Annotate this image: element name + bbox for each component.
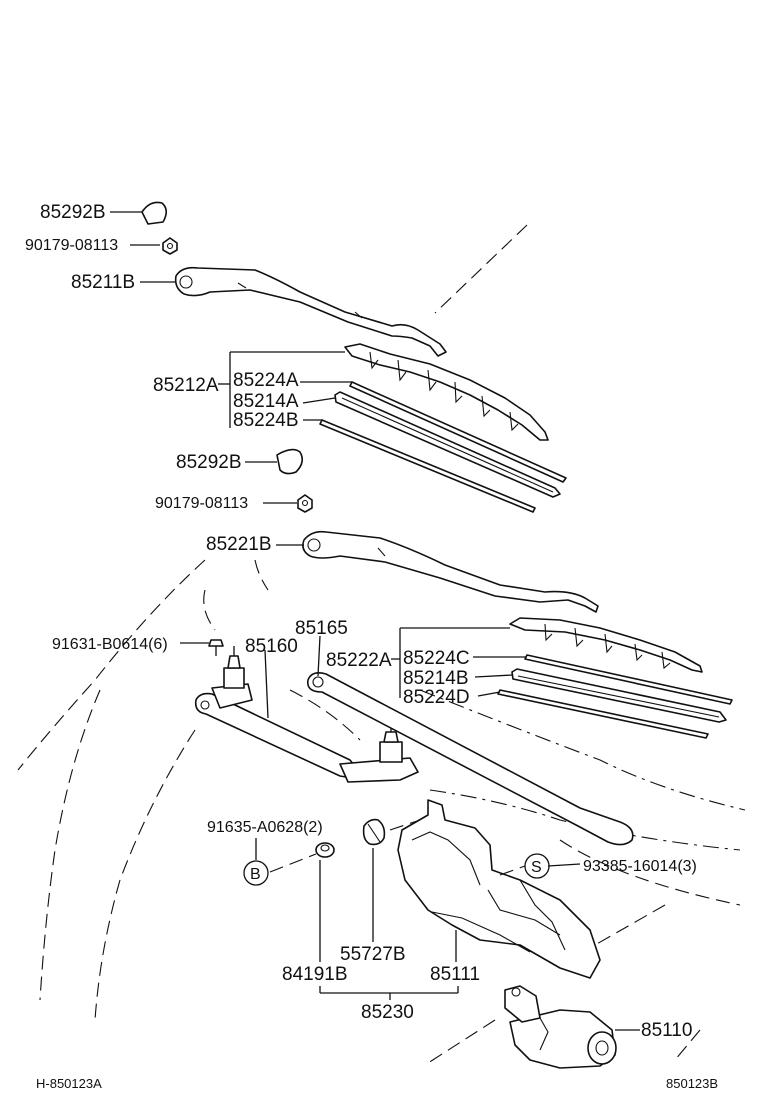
label-85224D: 85224D bbox=[403, 687, 470, 708]
part-labels: 85292B 90179-08113 85211B 85212A 85224A … bbox=[25, 202, 697, 1041]
second-wiper-arm-assembly bbox=[276, 530, 599, 613]
label-85111: 85111 bbox=[430, 964, 480, 985]
left-pivot-icon bbox=[211, 646, 253, 709]
upper-wiper-arm-assembly bbox=[110, 201, 447, 357]
wiper-motor-icon bbox=[504, 985, 640, 1069]
callout-b-circle bbox=[243, 860, 269, 886]
arm-cap-icon bbox=[141, 201, 168, 225]
lower-wiper-blade-assembly bbox=[391, 617, 733, 739]
bolt-icon bbox=[208, 639, 224, 656]
blade-rubber-icon bbox=[524, 654, 733, 705]
wiper-blade-frame-icon bbox=[344, 343, 549, 441]
front-wiper-arm-icon bbox=[174, 266, 447, 357]
label-84191B: 84191B bbox=[282, 964, 348, 985]
label-90179-mid: 90179-08113 bbox=[155, 495, 248, 512]
label-85110: 85110 bbox=[641, 1020, 692, 1041]
motor-assembly bbox=[255, 799, 640, 1069]
label-85224A: 85224A bbox=[233, 370, 299, 391]
blade-rubber-icon bbox=[349, 381, 567, 483]
second-arm-fasteners bbox=[245, 448, 313, 513]
upper-wiper-blade-assembly bbox=[218, 343, 567, 513]
label-85160: 85160 bbox=[245, 636, 298, 657]
callout-s-letter: S bbox=[531, 859, 542, 876]
label-55727B: 55727B bbox=[340, 944, 406, 965]
nut-icon bbox=[162, 237, 178, 255]
callout-s-circle bbox=[524, 853, 550, 879]
grommet-icon bbox=[315, 842, 335, 858]
label-85212A: 85212A bbox=[153, 375, 219, 396]
blade-rubber-icon bbox=[511, 668, 727, 723]
link-rod-85165-icon bbox=[306, 672, 634, 846]
label-93385: 93385-16014(3) bbox=[583, 858, 697, 875]
label-85221B: 85221B bbox=[206, 534, 272, 555]
right-pivot-icon bbox=[339, 722, 419, 783]
label-85224C: 85224C bbox=[403, 648, 470, 669]
label-85292B-mid: 85292B bbox=[176, 452, 242, 473]
label-91631: 91631-B0614(6) bbox=[52, 636, 168, 653]
wiper-blade-frame-icon bbox=[509, 617, 703, 673]
blade-rubber-icon bbox=[319, 419, 536, 513]
label-85165: 85165 bbox=[295, 618, 348, 639]
motor-cover-icon bbox=[397, 799, 601, 979]
wiper-link-assembly bbox=[180, 635, 634, 846]
arm-cap-icon bbox=[276, 448, 304, 475]
label-85222A: 85222A bbox=[326, 650, 392, 671]
label-85211B: 85211B bbox=[71, 272, 135, 293]
label-91635: 91635-A0628(2) bbox=[207, 819, 323, 836]
rear-wiper-arm-icon bbox=[302, 530, 599, 613]
phantom-lines bbox=[17, 224, 746, 1066]
bushing-icon bbox=[362, 818, 386, 846]
label-85224B: 85224B bbox=[233, 410, 299, 431]
label-85214A: 85214A bbox=[233, 391, 299, 412]
label-85230: 85230 bbox=[361, 1002, 414, 1023]
footer-left-code: H-850123A bbox=[36, 1076, 102, 1091]
footer-right-code: 850123B bbox=[666, 1076, 718, 1091]
nut-icon bbox=[297, 494, 313, 513]
label-90179-top: 90179-08113 bbox=[25, 237, 118, 254]
callout-b-letter: B bbox=[250, 866, 261, 883]
label-85292B-top: 85292B bbox=[40, 202, 106, 223]
label-85214B: 85214B bbox=[403, 668, 469, 689]
